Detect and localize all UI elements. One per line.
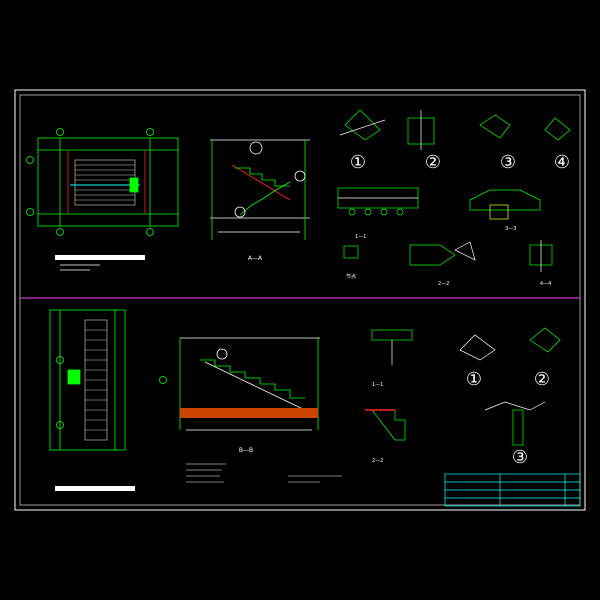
bottom-stair-section <box>159 337 320 431</box>
top-callout-3: ③ <box>500 152 516 173</box>
drawing-inner-frame <box>19 94 581 506</box>
top-detail-strip <box>337 187 541 220</box>
top-callout-2: ② <box>425 152 441 173</box>
bottom-node-details <box>365 327 561 446</box>
top-lower-details <box>343 240 553 272</box>
top-stair-section <box>210 139 310 240</box>
top-s3-label: 3—3 <box>505 226 516 232</box>
top-node-details <box>339 109 571 150</box>
bottom-notes <box>186 463 342 483</box>
bottom-plan-view <box>49 309 126 451</box>
title-block <box>444 473 581 507</box>
bottom-callout-1: ① <box>466 369 482 390</box>
top-callout-1: ① <box>350 152 366 173</box>
bottom-s2-label: 2—2 <box>372 458 383 464</box>
bottom-callout-2: ② <box>534 369 550 390</box>
drawing-frame <box>14 89 586 511</box>
top-s4-label: 4—4 <box>540 281 551 287</box>
top-s1-label: 1—1 <box>355 234 366 240</box>
top-s2-label: 2—2 <box>438 281 449 287</box>
top-plan-title-bar <box>55 255 145 260</box>
bottom-s1-label: 1—1 <box>372 382 383 388</box>
top-section-label: A—A <box>248 255 263 262</box>
bottom-plan-title-bar <box>55 486 135 491</box>
top-node-label: 节点 <box>346 274 356 280</box>
top-callout-4: ④ <box>554 152 570 173</box>
bottom-callout-3: ③ <box>512 447 528 468</box>
top-plan-view <box>26 128 179 236</box>
bottom-section-label: B—B <box>239 447 253 454</box>
